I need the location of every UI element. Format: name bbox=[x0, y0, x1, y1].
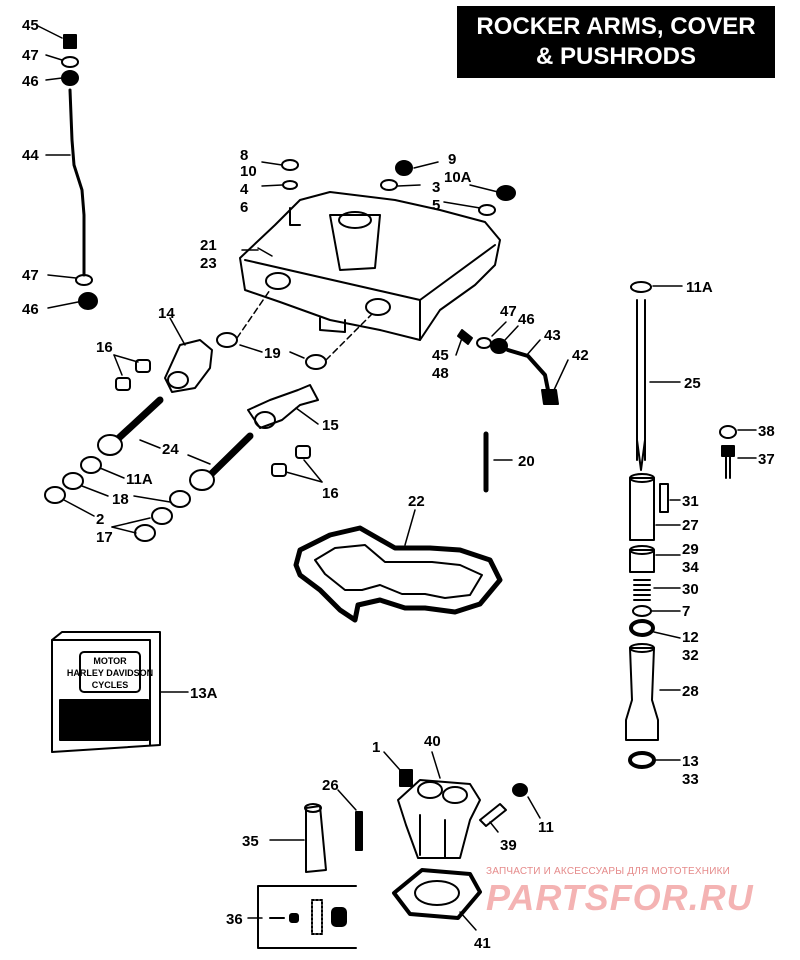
watermark-logo: PARTSFOR.RU bbox=[486, 877, 754, 918]
gasket-41 bbox=[392, 868, 482, 931]
callout-46: 46 bbox=[22, 73, 39, 90]
bolt-37-38 bbox=[719, 425, 757, 479]
callout-36: 36 bbox=[226, 911, 243, 928]
oil-line-43 bbox=[455, 321, 569, 405]
callout-42: 42 bbox=[572, 347, 589, 364]
callout-45: 45 bbox=[432, 347, 449, 364]
callout-25: 25 bbox=[684, 375, 701, 392]
callout-11A: 11A bbox=[686, 279, 713, 296]
callout-3: 3 bbox=[432, 179, 440, 196]
callout-22: 22 bbox=[408, 493, 425, 510]
gasket-22 bbox=[293, 509, 503, 623]
callout-6: 6 bbox=[240, 199, 248, 216]
callout-20: 20 bbox=[518, 453, 535, 470]
callout-46: 46 bbox=[518, 311, 535, 328]
tools-35-26-36 bbox=[247, 789, 363, 949]
watermark: ЗАПЧАСТИ И АКСЕССУАРЫ ДЛЯ МОТОТЕХНИКИ PA… bbox=[486, 866, 786, 919]
callout-45: 45 bbox=[22, 17, 39, 34]
callout-10A: 10A bbox=[444, 169, 472, 186]
diagram-title-box: ROCKER ARMS, COVER & PUSHRODS bbox=[457, 6, 775, 78]
callout-13: 13 bbox=[682, 753, 699, 770]
callout-11: 11 bbox=[538, 819, 554, 836]
callout-33: 33 bbox=[682, 771, 699, 788]
stud-20 bbox=[483, 431, 513, 493]
callout-16: 16 bbox=[96, 339, 113, 356]
callout-28: 28 bbox=[682, 683, 699, 700]
callout-39: 39 bbox=[500, 837, 517, 854]
bushings-16 bbox=[113, 354, 323, 483]
callout-38: 38 bbox=[758, 423, 775, 440]
callout-37: 37 bbox=[758, 451, 775, 468]
callout-47: 47 bbox=[22, 47, 39, 64]
callout-24: 24 bbox=[162, 441, 179, 458]
callout-30: 30 bbox=[682, 581, 699, 598]
watermark-tagline: ЗАПЧАСТИ И АКСЕССУАРЫ ДЛЯ МОТОТЕХНИКИ bbox=[486, 866, 731, 877]
callout-18: 18 bbox=[112, 491, 129, 508]
callout-31: 31 bbox=[682, 493, 699, 510]
title-line-1: ROCKER ARMS, COVER bbox=[476, 13, 756, 40]
callout-14: 14 bbox=[158, 305, 175, 322]
callout-4: 4 bbox=[240, 181, 249, 198]
callout-44: 44 bbox=[22, 147, 39, 164]
cover-fasteners bbox=[241, 159, 516, 251]
callout-34: 34 bbox=[682, 559, 699, 576]
callout-12: 12 bbox=[682, 629, 699, 646]
callout-29: 29 bbox=[682, 541, 699, 558]
rocker-arms bbox=[164, 317, 319, 429]
rocker-shafts-24 bbox=[97, 396, 254, 491]
callout-15: 15 bbox=[322, 417, 339, 434]
brand-line-2: HARLEY DAVIDSON bbox=[67, 668, 153, 678]
callout-23: 23 bbox=[200, 255, 217, 272]
callout-17: 17 bbox=[96, 529, 113, 546]
callout-26: 26 bbox=[322, 777, 339, 794]
callout-7: 7 bbox=[682, 603, 690, 620]
oil-line-44 bbox=[37, 25, 98, 310]
callout-21: 21 bbox=[200, 237, 217, 254]
callout-43: 43 bbox=[544, 327, 561, 344]
callout-10: 10 bbox=[240, 163, 257, 180]
callout-9: 9 bbox=[448, 151, 456, 168]
callout-46: 46 bbox=[22, 301, 39, 318]
callout-5: 5 bbox=[432, 197, 440, 214]
callout-48: 48 bbox=[432, 365, 449, 382]
callout-11A: 11A bbox=[126, 471, 153, 488]
callout-13A: 13A bbox=[190, 685, 218, 702]
callout-16: 16 bbox=[322, 485, 339, 502]
callout-40: 40 bbox=[424, 733, 441, 750]
callout-47: 47 bbox=[22, 267, 39, 284]
washers-19 bbox=[216, 289, 373, 370]
brand-badge: MOTOR HARLEY DAVIDSON CYCLES bbox=[67, 656, 153, 690]
callout-2: 2 bbox=[96, 511, 104, 528]
title-line-2: & PUSHRODS bbox=[535, 43, 697, 70]
callout-35: 35 bbox=[242, 833, 259, 850]
pushrod-stack bbox=[625, 281, 683, 769]
callout-27: 27 bbox=[682, 517, 699, 534]
brand-line-1: MOTOR bbox=[93, 656, 127, 666]
callout-8: 8 bbox=[240, 147, 248, 164]
boxed-kit-13A bbox=[51, 631, 189, 753]
shaft-seals bbox=[44, 456, 191, 542]
callout-19: 19 bbox=[264, 345, 281, 362]
callout-labels: 45 47 46 44 47 46 8 10 4 6 9 10A 3 5 21 … bbox=[22, 17, 775, 952]
callout-1: 1 bbox=[372, 739, 380, 756]
callout-32: 32 bbox=[682, 647, 699, 664]
callout-47: 47 bbox=[500, 303, 517, 320]
brand-line-3: CYCLES bbox=[92, 680, 129, 690]
tappet-guide-assembly bbox=[383, 751, 541, 859]
callout-41: 41 bbox=[474, 935, 491, 952]
rocker-cover bbox=[239, 191, 501, 341]
